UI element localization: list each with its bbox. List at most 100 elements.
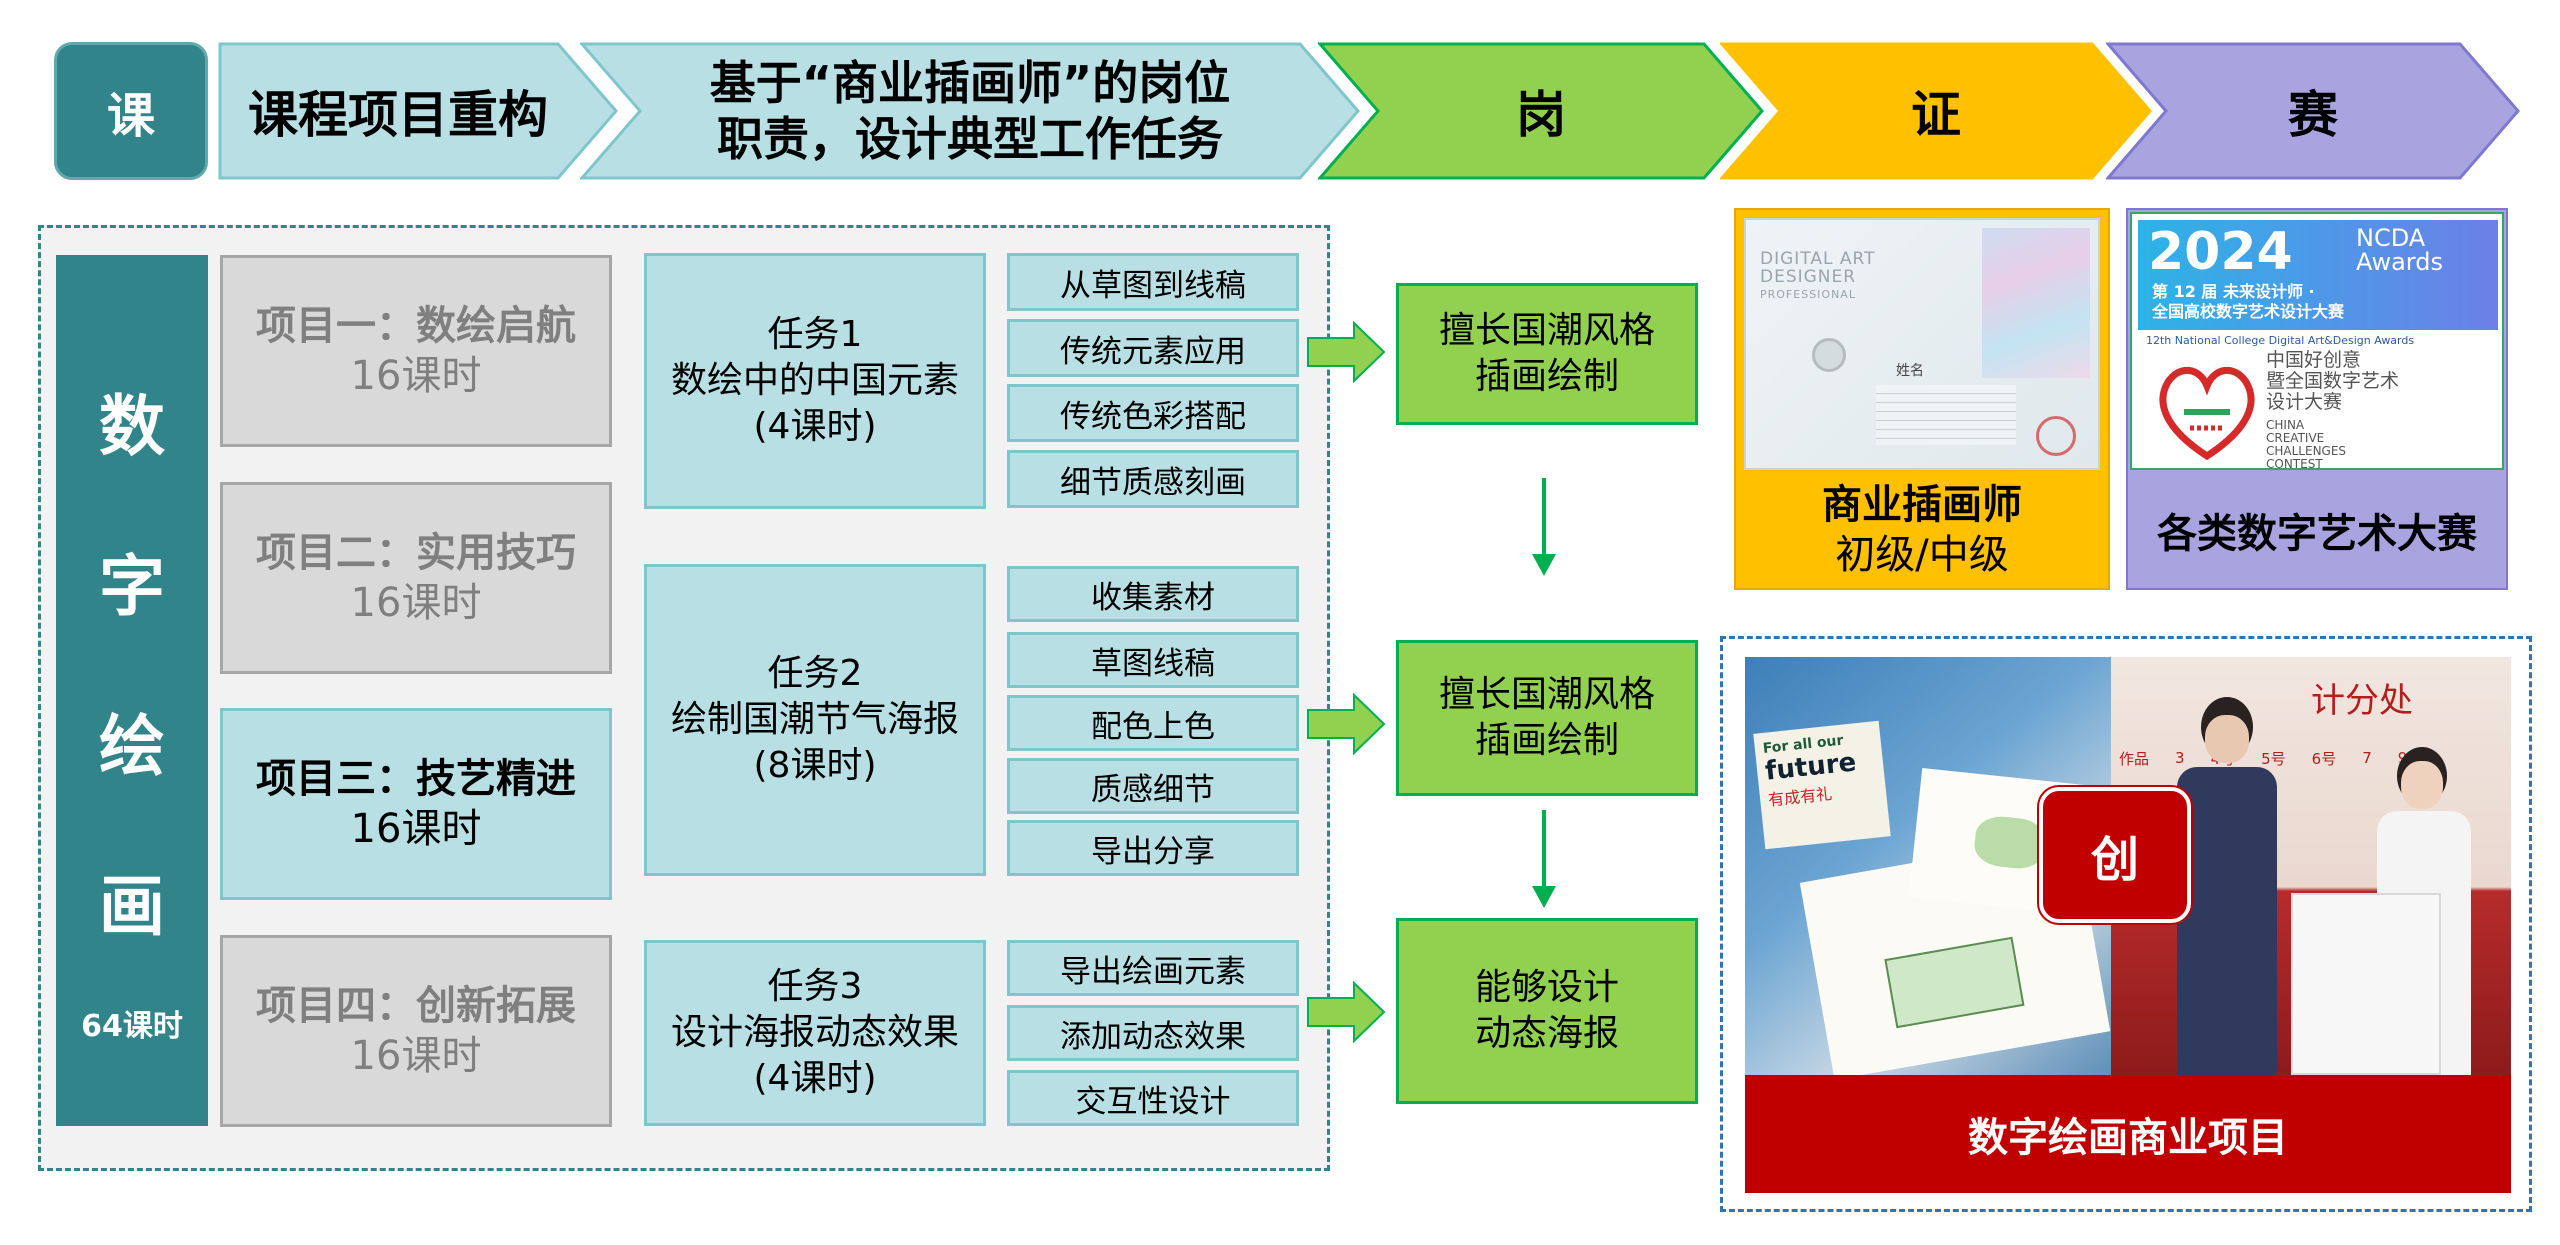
skill-2: 擅长国潮风格 插画绘制 <box>1396 640 1698 796</box>
ncda-cn-line1: 第 12 届 未来设计师 · <box>2152 282 2315 301</box>
chevron-zheng-label: 证 <box>1911 86 1961 144</box>
chevron-course-restructure-label: 课程项目重构 <box>248 86 548 144</box>
contest-text: 中国好创意 暨全国数字艺术 设计大赛 CHINA CREATIVE CHALLE… <box>2266 349 2400 469</box>
task-1: 任务1 数绘中的中国元素 (4课时) <box>644 253 986 509</box>
competition-card: 2024 NCDA Awards 第 12 届 未来设计师 · 全国高校数字艺术… <box>2126 208 2508 590</box>
certificate-caption-level: 初级/中级 <box>1835 532 2009 578</box>
ncda-en: 12th National College Digital Art&Design… <box>2146 334 2415 347</box>
project-2: 项目二：实用技巧 16课时 <box>220 482 612 674</box>
certificate-stamp-icon <box>2036 416 2076 456</box>
photo-illustration-tree <box>1972 814 2048 872</box>
task-1-sub-2: 传统元素应用 <box>1007 319 1299 377</box>
course-title-char-4: 画 <box>99 868 165 945</box>
task-3-name: 任务3 <box>767 966 863 1007</box>
task-2: 任务2 绘制国潮节气海报 (8课时) <box>644 564 986 876</box>
contest-en-line3: CHALLENGES <box>2266 444 2347 458</box>
certificate-heading-line3: PROFESSIONAL <box>1760 288 1856 301</box>
task-2-sub-2: 草图线稿 <box>1007 632 1299 688</box>
task-2-sub-3: 配色上色 <box>1007 695 1299 751</box>
photo-board-num: 3 <box>2175 749 2185 767</box>
photo-podium <box>2291 893 2441 1075</box>
task-2-hours: (8课时) <box>753 745 877 786</box>
certificate-text-lines <box>1876 385 2016 445</box>
skill-1-line2: 插画绘制 <box>1474 356 1619 397</box>
chevron-gang-label: 岗 <box>1516 86 1566 144</box>
task-3: 任务3 设计海报动态效果 (4课时) <box>644 940 986 1126</box>
course-title-column: 数 字 绘 画 64课时 <box>56 255 208 1126</box>
skill-1-line1: 擅长国潮风格 <box>1438 310 1655 351</box>
certificate-heading-line2: DESIGNER <box>1760 267 1857 287</box>
certificate-heading: DIGITAL ART DESIGNER PROFESSIONAL <box>1760 250 1875 304</box>
ncda-year: 2024 <box>2148 222 2293 282</box>
arrow-right-icon <box>1306 320 1386 384</box>
ncda-brand: NCDA <box>2356 224 2426 252</box>
project-4: 项目四：创新拓展 16课时 <box>220 935 612 1127</box>
task-3-sub-2: 添加动态效果 <box>1007 1005 1299 1061</box>
task-3-hours: (4课时) <box>753 1058 877 1099</box>
task-1-desc: 数绘中的中国元素 <box>670 360 959 401</box>
project-1: 项目一：数绘启航 16课时 <box>220 255 612 447</box>
task-1-sub-1: 从草图到线稿 <box>1007 253 1299 311</box>
certificate-heading-line1: DIGITAL ART <box>1760 249 1876 269</box>
skill-3: 能够设计 动态海报 <box>1396 918 1698 1104</box>
task-1-hours: (4课时) <box>753 406 877 447</box>
chevron-course-restructure: 课程项目重构 <box>218 42 618 180</box>
project-3-title: 项目三：技艺精进 <box>256 756 576 802</box>
project-showcase-panel: For all our future 有成有礼 计分处 作品 3 4号 5号 6… <box>1720 636 2532 1212</box>
skill-1: 擅长国潮风格 插画绘制 <box>1396 283 1698 425</box>
chevron-sai-label: 赛 <box>2288 86 2338 144</box>
course-title-char-3: 绘 <box>99 708 165 785</box>
course-hours: 64课时 <box>81 1009 183 1044</box>
skill-2-line2: 插画绘制 <box>1474 720 1619 761</box>
skill-3-line2: 动态海报 <box>1474 1013 1619 1054</box>
arrow-right-icon <box>1306 692 1386 756</box>
project-1-title: 项目一：数绘启航 <box>256 303 576 349</box>
ncda-cn-line2: 全国高校数字艺术设计大赛 <box>2152 302 2345 321</box>
task-1-name: 任务1 <box>767 314 863 355</box>
photo-person-host <box>2171 697 2281 1075</box>
contest-cn-line3: 设计大赛 <box>2266 391 2343 413</box>
project-2-hours: 16课时 <box>350 580 482 626</box>
task-1-sub-3: 传统色彩搭配 <box>1007 384 1299 442</box>
ncda-banner: 2024 NCDA Awards 第 12 届 未来设计师 · 全国高校数字艺术… <box>2138 220 2498 330</box>
skill-3-line1: 能够设计 <box>1474 967 1619 1008</box>
ncda-awards: Awards <box>2356 248 2443 276</box>
chevron-task-design-line2: 职责，设计典型工作任务 <box>717 112 1223 166</box>
project-4-title: 项目四：创新拓展 <box>256 983 576 1029</box>
chevron-task-design-line1: 基于“商业插画师”的岗位 <box>709 56 1231 110</box>
task-1-sub-4: 细节质感刻画 <box>1007 450 1299 508</box>
project-2-title: 项目二：实用技巧 <box>256 530 576 576</box>
photo-sign: 计分处 <box>2311 681 2413 721</box>
certificate-caption: 商业插画师 初级/中级 <box>1736 472 2108 588</box>
arrow-down-icon <box>1530 810 1558 910</box>
certificate-image: DIGITAL ART DESIGNER PROFESSIONAL 姓名 <box>1744 218 2100 470</box>
project-3: 项目三：技艺精进 16课时 <box>220 708 612 900</box>
certificate-name-label: 姓名 <box>1896 363 1924 379</box>
photo-board-num: 6号 <box>2311 749 2337 768</box>
contest-cn-line1: 中国好创意 <box>2266 349 2362 371</box>
certificate-card: DIGITAL ART DESIGNER PROFESSIONAL 姓名 商业插… <box>1734 208 2110 590</box>
certificate-caption-title: 商业插画师 <box>1822 482 2022 528</box>
skill-2-line1: 擅长国潮风格 <box>1438 674 1655 715</box>
task-2-desc: 绘制国潮节气海报 <box>670 699 959 740</box>
contest-cn-line2: 暨全国数字艺术 <box>2266 370 2400 392</box>
task-3-sub-3: 交互性设计 <box>1007 1070 1299 1126</box>
competition-logos: 2024 NCDA Awards 第 12 届 未来设计师 · 全国高校数字艺术… <box>2130 212 2504 470</box>
project-3-hours: 16课时 <box>350 806 482 852</box>
arrow-down-icon <box>1530 478 1558 578</box>
photo-illustration-building <box>1884 936 2025 1029</box>
arrow-right-icon <box>1306 980 1386 1044</box>
contest-en-line2: CREATIVE <box>2266 431 2325 445</box>
task-2-name: 任务2 <box>767 653 863 694</box>
course-title-char-1: 数 <box>99 388 165 465</box>
task-3-desc: 设计海报动态效果 <box>670 1012 959 1053</box>
project-4-hours: 16课时 <box>350 1033 482 1079</box>
photo-card-future: For all our future 有成有礼 <box>1753 720 1891 850</box>
task-2-sub-1: 收集素材 <box>1007 566 1299 622</box>
photo-board-num: 7 <box>2362 749 2372 767</box>
showcase-caption: 数字绘画商业项目 <box>1745 1075 2511 1193</box>
chevron-zheng: 证 <box>1720 42 2152 180</box>
chevron-sai: 赛 <box>2106 42 2520 180</box>
chuang-badge: 创 <box>2039 787 2191 923</box>
chuang-badge-label: 创 <box>2090 832 2139 888</box>
